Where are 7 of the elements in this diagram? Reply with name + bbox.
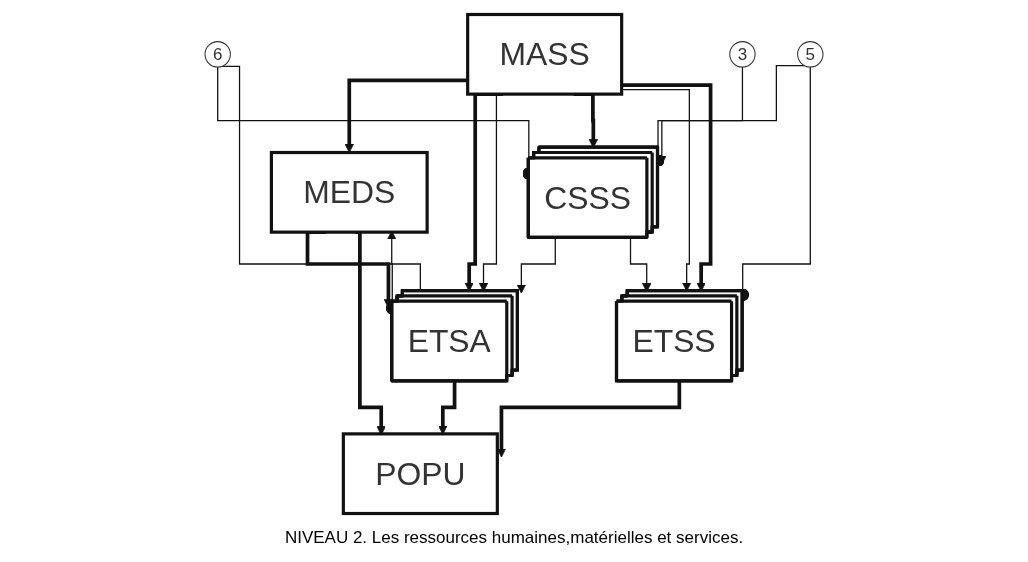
node-circle: 6 bbox=[204, 41, 231, 68]
node-circle: 5 bbox=[797, 41, 824, 68]
node-circle: 3 bbox=[729, 41, 756, 68]
caption: NIVEAU 2. Les ressources humaines,matérielles et services. bbox=[284, 528, 744, 548]
node-box: POPU bbox=[341, 432, 499, 516]
node-box: MASS bbox=[466, 12, 624, 96]
node-box: MEDS bbox=[269, 150, 429, 234]
